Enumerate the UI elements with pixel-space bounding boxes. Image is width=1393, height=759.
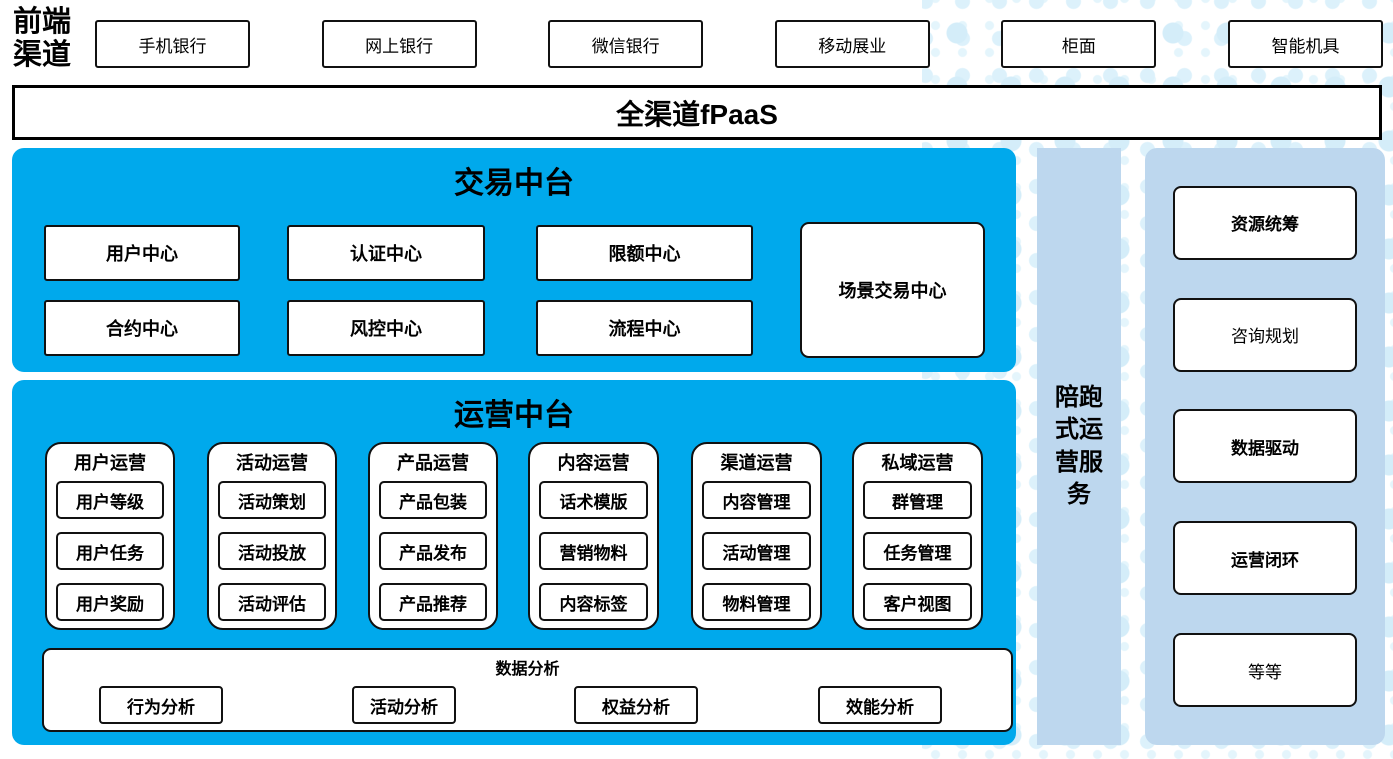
coach-service-label: 陪跑式运营服务 bbox=[1055, 383, 1103, 508]
ops-item: 内容管理 bbox=[702, 481, 811, 519]
ops-col-private-domain: 私域运营 群管理 任务管理 客户视图 bbox=[852, 442, 983, 630]
ops-col-user: 用户运营 用户等级 用户任务 用户奖励 bbox=[45, 442, 175, 630]
contract-center-box: 合约中心 bbox=[44, 300, 240, 356]
resource-coordination-box: 资源统筹 bbox=[1173, 185, 1357, 260]
ops-item: 用户任务 bbox=[56, 532, 164, 570]
ops-items: 话术模版 营销物料 内容标签 bbox=[539, 481, 648, 621]
channel-counter: 柜面 bbox=[1001, 20, 1157, 68]
risk-center-box: 风控中心 bbox=[287, 300, 485, 356]
data-driven-box: 数据驱动 bbox=[1173, 409, 1357, 484]
channel-smart-devices: 智能机具 bbox=[1227, 20, 1383, 68]
etc-box: 等等 bbox=[1173, 633, 1357, 708]
consulting-planning-box: 咨询规划 bbox=[1173, 297, 1357, 372]
ops-items: 产品包装 产品发布 产品推荐 bbox=[379, 481, 487, 621]
ops-col-header: 渠道运营 bbox=[720, 453, 793, 473]
ops-closed-loop-box: 运营闭环 bbox=[1173, 521, 1357, 596]
ops-items: 活动策划 活动投放 活动评估 bbox=[218, 481, 326, 621]
user-center-box: 用户中心 bbox=[44, 225, 240, 281]
ops-col-content: 内容运营 话术模版 营销物料 内容标签 bbox=[528, 442, 659, 630]
benefit-analysis-box: 权益分析 bbox=[574, 686, 698, 724]
ops-item: 活动评估 bbox=[218, 583, 326, 621]
ops-item: 产品推荐 bbox=[379, 583, 487, 621]
ops-col-header: 产品运营 bbox=[397, 453, 469, 473]
channel-mobile-banking: 手机银行 bbox=[95, 20, 250, 68]
ops-platform-title: 运营中台 bbox=[454, 399, 574, 432]
ops-item: 产品发布 bbox=[379, 532, 487, 570]
ops-col-header: 内容运营 bbox=[557, 453, 630, 473]
front-channel-label: 前端渠道 bbox=[12, 6, 71, 72]
scene-trade-center-box: 场景交易中心 bbox=[800, 222, 985, 358]
ops-item: 用户奖励 bbox=[56, 583, 164, 621]
ops-item: 任务管理 bbox=[863, 532, 972, 570]
ops-items: 群管理 任务管理 客户视图 bbox=[863, 481, 972, 621]
channel-mobile-marketing: 移动展业 bbox=[774, 20, 930, 68]
trade-platform-panel: 交易中台 用户中心 认证中心 限额中心 合约中心 风控中心 流程中心 场景交易中… bbox=[12, 148, 1016, 372]
trade-platform-title: 交易中台 bbox=[454, 167, 574, 200]
ops-items: 用户等级 用户任务 用户奖励 bbox=[56, 481, 164, 621]
efficiency-analysis-box: 效能分析 bbox=[818, 686, 942, 724]
coach-service-bar: 陪跑式运营服务 bbox=[1037, 148, 1121, 745]
ops-col-activity: 活动运营 活动策划 活动投放 活动评估 bbox=[207, 442, 337, 630]
ops-item: 群管理 bbox=[863, 481, 972, 519]
ops-col-product: 产品运营 产品包装 产品发布 产品推荐 bbox=[368, 442, 498, 630]
auth-center-box: 认证中心 bbox=[287, 225, 485, 281]
ops-item: 活动管理 bbox=[702, 532, 811, 570]
channel-wechat-banking: 微信银行 bbox=[548, 20, 704, 68]
service-panel: 资源统筹 咨询规划 数据驱动 运营闭环 等等 bbox=[1145, 148, 1385, 745]
ops-item: 物料管理 bbox=[702, 583, 811, 621]
ops-item: 产品包装 bbox=[379, 481, 487, 519]
channel-row: 手机银行 网上银行 微信银行 移动展业 柜面 智能机具 bbox=[95, 20, 1383, 68]
ops-item: 内容标签 bbox=[539, 583, 648, 621]
ops-item: 营销物料 bbox=[539, 532, 648, 570]
limit-center-box: 限额中心 bbox=[536, 225, 753, 281]
ops-item: 用户等级 bbox=[56, 481, 164, 519]
omnichannel-fpaas-bar: 全渠道fPaaS bbox=[12, 85, 1382, 140]
activity-analysis-box: 活动分析 bbox=[352, 686, 456, 724]
process-center-box: 流程中心 bbox=[536, 300, 753, 356]
ops-items: 内容管理 活动管理 物料管理 bbox=[702, 481, 811, 621]
ops-col-header: 私域运营 bbox=[881, 453, 954, 473]
behavior-analysis-box: 行为分析 bbox=[99, 686, 223, 724]
ops-platform-panel: 运营中台 用户运营 用户等级 用户任务 用户奖励 活动运营 活动策划 活动投放 … bbox=[12, 380, 1016, 745]
ops-item: 活动策划 bbox=[218, 481, 326, 519]
ops-item: 话术模版 bbox=[539, 481, 648, 519]
data-analysis-title: 数据分析 bbox=[495, 661, 560, 678]
ops-col-channel: 渠道运营 内容管理 活动管理 物料管理 bbox=[691, 442, 822, 630]
ops-item: 活动投放 bbox=[218, 532, 326, 570]
data-analysis-panel: 数据分析 行为分析 活动分析 权益分析 效能分析 bbox=[42, 648, 1013, 732]
ops-col-header: 活动运营 bbox=[236, 453, 308, 473]
ops-col-header: 用户运营 bbox=[74, 453, 146, 473]
channel-online-banking: 网上银行 bbox=[321, 20, 477, 68]
ops-item: 客户视图 bbox=[863, 583, 972, 621]
